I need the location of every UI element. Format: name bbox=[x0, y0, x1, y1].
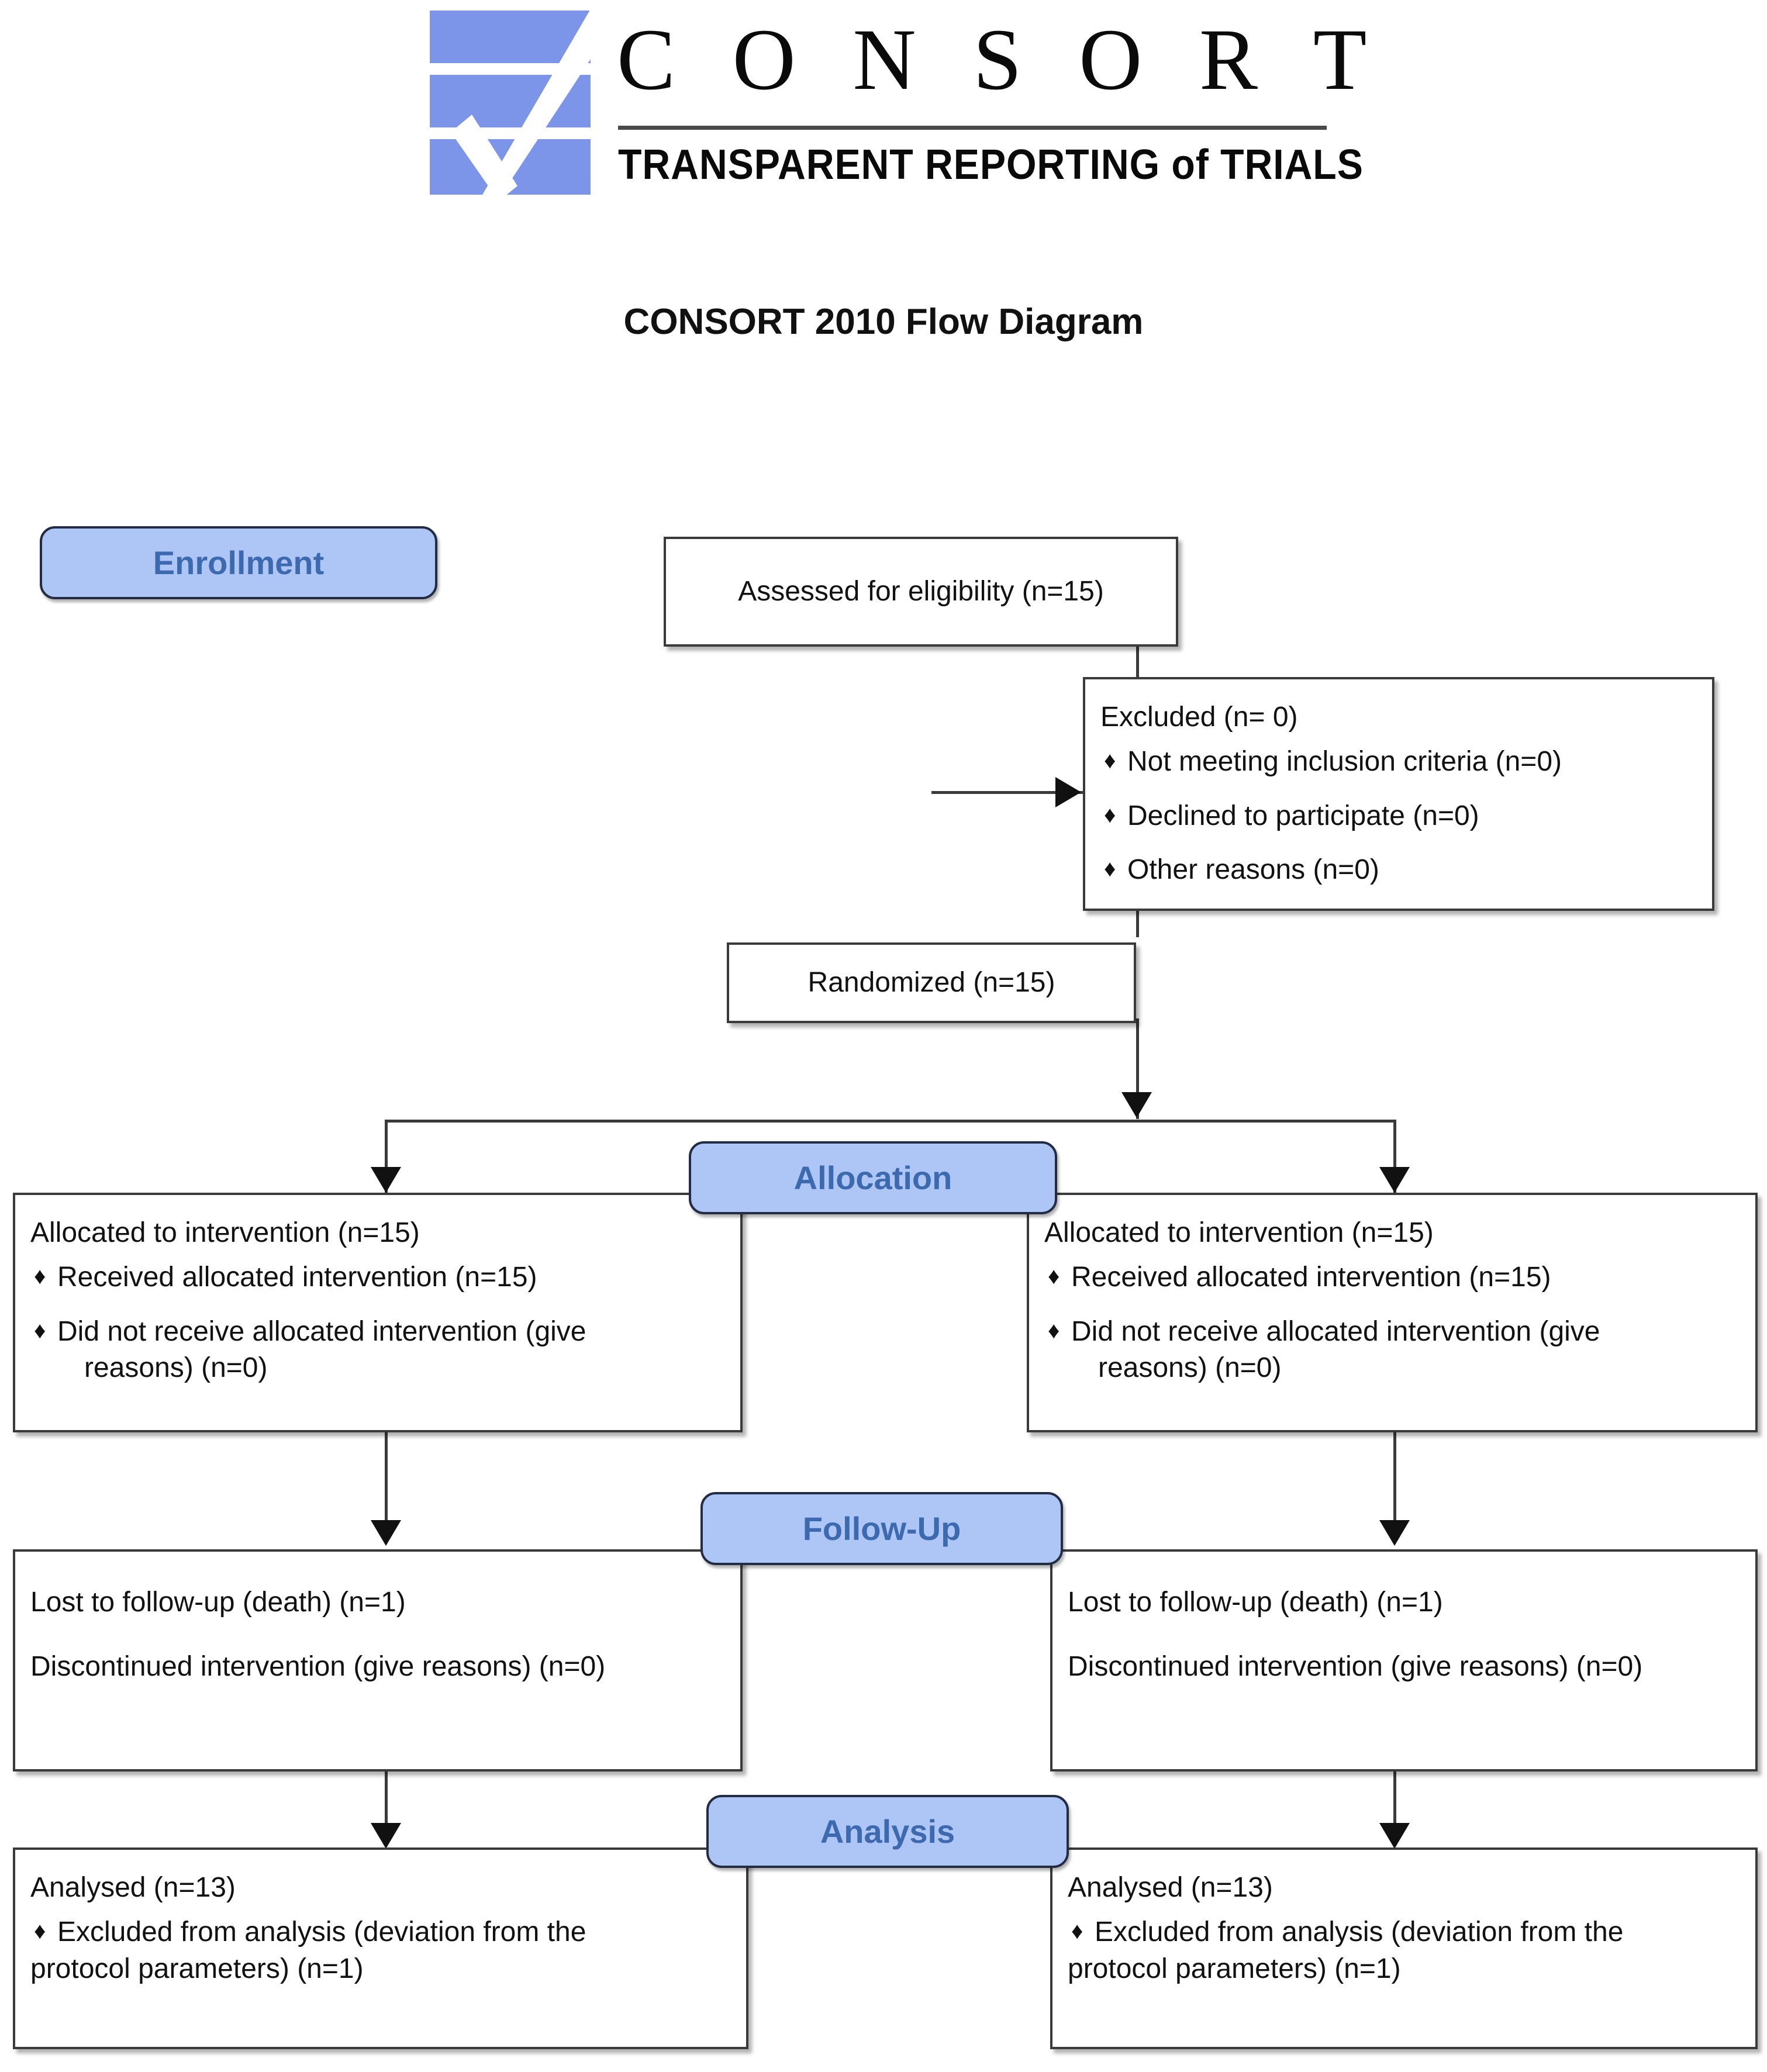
stage-badge-followup: Follow-Up bbox=[700, 1492, 1063, 1565]
list-item: ♦ Excluded from analysis (deviation from… bbox=[1068, 1914, 1740, 1987]
stage-label-allocation: Allocation bbox=[793, 1159, 952, 1196]
allocation-left-item-text: Did not receive allocated intervention (… bbox=[57, 1315, 586, 1347]
list-item: ♦ Excluded from analysis (deviation from… bbox=[30, 1914, 731, 1987]
list-item: ♦ Declined to participate (n=0) bbox=[1100, 798, 1697, 834]
analysis-right-item-text: Excluded from analysis (deviation from t… bbox=[1095, 1916, 1624, 1948]
consort-logo: C O N S O R T TRANSPARENT REPORTING of T… bbox=[430, 6, 1385, 199]
logo-bar-top bbox=[430, 11, 591, 63]
logo-wordmark: C O N S O R T bbox=[617, 11, 1385, 108]
diamond-bullet-icon: ♦ bbox=[34, 1317, 46, 1344]
diamond-bullet-icon: ♦ bbox=[1104, 748, 1116, 774]
checkmark-icon bbox=[451, 11, 591, 195]
excluded-item-text: Declined to participate (n=0) bbox=[1127, 800, 1479, 831]
arrow-to-analysis-left-icon bbox=[371, 1823, 401, 1849]
analysis-right-lead: Analysed (n=13) bbox=[1068, 1872, 1273, 1903]
list-item: ♦ Other reasons (n=0) bbox=[1100, 852, 1697, 888]
excluded-item-text: Other reasons (n=0) bbox=[1127, 854, 1379, 886]
stage-badge-analysis: Analysis bbox=[706, 1795, 1069, 1868]
arrow-to-analysis-right-icon bbox=[1379, 1823, 1410, 1849]
diamond-bullet-icon: ♦ bbox=[34, 1263, 46, 1290]
assessed-text: Assessed for eligibility (n=15) bbox=[738, 575, 1104, 607]
list-item: ♦ Received allocated intervention (n=15) bbox=[1044, 1259, 1740, 1296]
list-item: ♦ Did not receive allocated intervention… bbox=[1044, 1314, 1740, 1387]
analysis-left-lead: Analysed (n=13) bbox=[30, 1872, 236, 1903]
stage-badge-enrollment: Enrollment bbox=[40, 526, 437, 599]
connector-split-right-down bbox=[1393, 1120, 1396, 1193]
diamond-bullet-icon: ♦ bbox=[1048, 1263, 1060, 1290]
box-randomized: Randomized (n=15) bbox=[727, 942, 1136, 1023]
analysis-right-item-continuation: protocol parameters) (n=1) bbox=[1068, 1953, 1401, 1984]
followup-right-line1: Lost to follow-up (death) (n=1) bbox=[1068, 1587, 1443, 1618]
box-followup-left: Lost to follow-up (death) (n=1) Disconti… bbox=[13, 1549, 743, 1771]
arrow-to-followup-left-icon bbox=[371, 1520, 401, 1546]
arrow-randomized-split-icon bbox=[1121, 1092, 1152, 1118]
page-title: CONSORT 2010 Flow Diagram bbox=[623, 302, 1144, 342]
followup-right-line2: Discontinued intervention (give reasons)… bbox=[1068, 1651, 1643, 1683]
connector-assessed-to-excluded bbox=[931, 791, 1083, 794]
connector-alloc-right-to-followup bbox=[1393, 1427, 1396, 1538]
diamond-bullet-icon: ♦ bbox=[1104, 802, 1116, 828]
connector-followup-left-to-analysis bbox=[385, 1731, 388, 1842]
allocation-right-item-text: Did not receive allocated intervention (… bbox=[1071, 1315, 1600, 1347]
excluded-reason-list: ♦ Not meeting inclusion criteria (n=0) ♦… bbox=[1100, 744, 1697, 888]
arrow-to-excluded-icon bbox=[1055, 777, 1081, 807]
connector-followup-right-to-analysis bbox=[1393, 1731, 1396, 1842]
logo-divider bbox=[618, 126, 1327, 130]
excluded-item-text: Not meeting inclusion criteria (n=0) bbox=[1127, 746, 1562, 778]
box-analysis-right: Analysed (n=13) ♦ Excluded from analysis… bbox=[1050, 1847, 1758, 2049]
stage-label-followup: Follow-Up bbox=[802, 1510, 961, 1547]
stage-label-analysis: Analysis bbox=[820, 1813, 955, 1850]
allocation-left-item-continuation: reasons) (n=0) bbox=[84, 1352, 268, 1384]
box-assessed-for-eligibility: Assessed for eligibility (n=15) bbox=[664, 537, 1178, 647]
connector-allocation-split-bar bbox=[386, 1120, 1396, 1123]
box-allocation-left: Allocated to intervention (n=15) ♦ Recei… bbox=[13, 1193, 743, 1432]
allocation-left-lead: Allocated to intervention (n=15) bbox=[30, 1217, 420, 1248]
analysis-left-item-text: Excluded from analysis (deviation from t… bbox=[57, 1916, 586, 1948]
box-excluded: Excluded (n= 0) ♦ Not meeting inclusion … bbox=[1083, 677, 1714, 911]
connector-alloc-left-to-followup bbox=[385, 1427, 388, 1538]
consort-logo-mark-icon bbox=[430, 11, 591, 195]
logo-tagline: TRANSPARENT REPORTING of TRIALS bbox=[618, 141, 1364, 188]
excluded-lead: Excluded (n= 0) bbox=[1100, 702, 1298, 733]
analysis-right-list: ♦ Excluded from analysis (deviation from… bbox=[1068, 1914, 1740, 1987]
randomized-text: Randomized (n=15) bbox=[807, 966, 1055, 998]
analysis-left-list: ♦ Excluded from analysis (deviation from… bbox=[30, 1914, 731, 1987]
diamond-bullet-icon: ♦ bbox=[1104, 856, 1116, 882]
allocation-right-item-text: Received allocated intervention (n=15) bbox=[1071, 1262, 1551, 1293]
list-item: ♦ Did not receive allocated intervention… bbox=[30, 1314, 725, 1387]
analysis-left-item-continuation: protocol parameters) (n=1) bbox=[30, 1953, 364, 1984]
allocation-left-list: ♦ Received allocated intervention (n=15)… bbox=[30, 1259, 725, 1386]
allocation-right-lead: Allocated to intervention (n=15) bbox=[1044, 1217, 1434, 1248]
followup-left-line2: Discontinued intervention (give reasons)… bbox=[30, 1651, 606, 1683]
list-item: ♦ Not meeting inclusion criteria (n=0) bbox=[1100, 744, 1697, 780]
diamond-bullet-icon: ♦ bbox=[1071, 1918, 1083, 1945]
diamond-bullet-icon: ♦ bbox=[34, 1918, 46, 1945]
stage-badge-allocation: Allocation bbox=[689, 1141, 1057, 1214]
arrow-to-allocation-left-icon bbox=[371, 1167, 401, 1193]
connector-randomized-down bbox=[1136, 1018, 1139, 1119]
stage-label-enrollment: Enrollment bbox=[153, 544, 325, 581]
connector-split-left-down bbox=[385, 1120, 388, 1193]
box-allocation-right: Allocated to intervention (n=15) ♦ Recei… bbox=[1027, 1193, 1758, 1432]
arrow-to-allocation-right-icon bbox=[1379, 1167, 1410, 1193]
diamond-bullet-icon: ♦ bbox=[1048, 1317, 1060, 1344]
box-followup-right: Lost to follow-up (death) (n=1) Disconti… bbox=[1050, 1549, 1758, 1771]
allocation-right-list: ♦ Received allocated intervention (n=15)… bbox=[1044, 1259, 1740, 1386]
list-item: ♦ Received allocated intervention (n=15) bbox=[30, 1259, 725, 1296]
allocation-right-item-continuation: reasons) (n=0) bbox=[1098, 1352, 1282, 1384]
box-analysis-left: Analysed (n=13) ♦ Excluded from analysis… bbox=[13, 1847, 748, 2049]
arrow-to-followup-right-icon bbox=[1379, 1520, 1410, 1546]
followup-left-line1: Lost to follow-up (death) (n=1) bbox=[30, 1587, 406, 1618]
allocation-left-item-text: Received allocated intervention (n=15) bbox=[57, 1262, 537, 1293]
